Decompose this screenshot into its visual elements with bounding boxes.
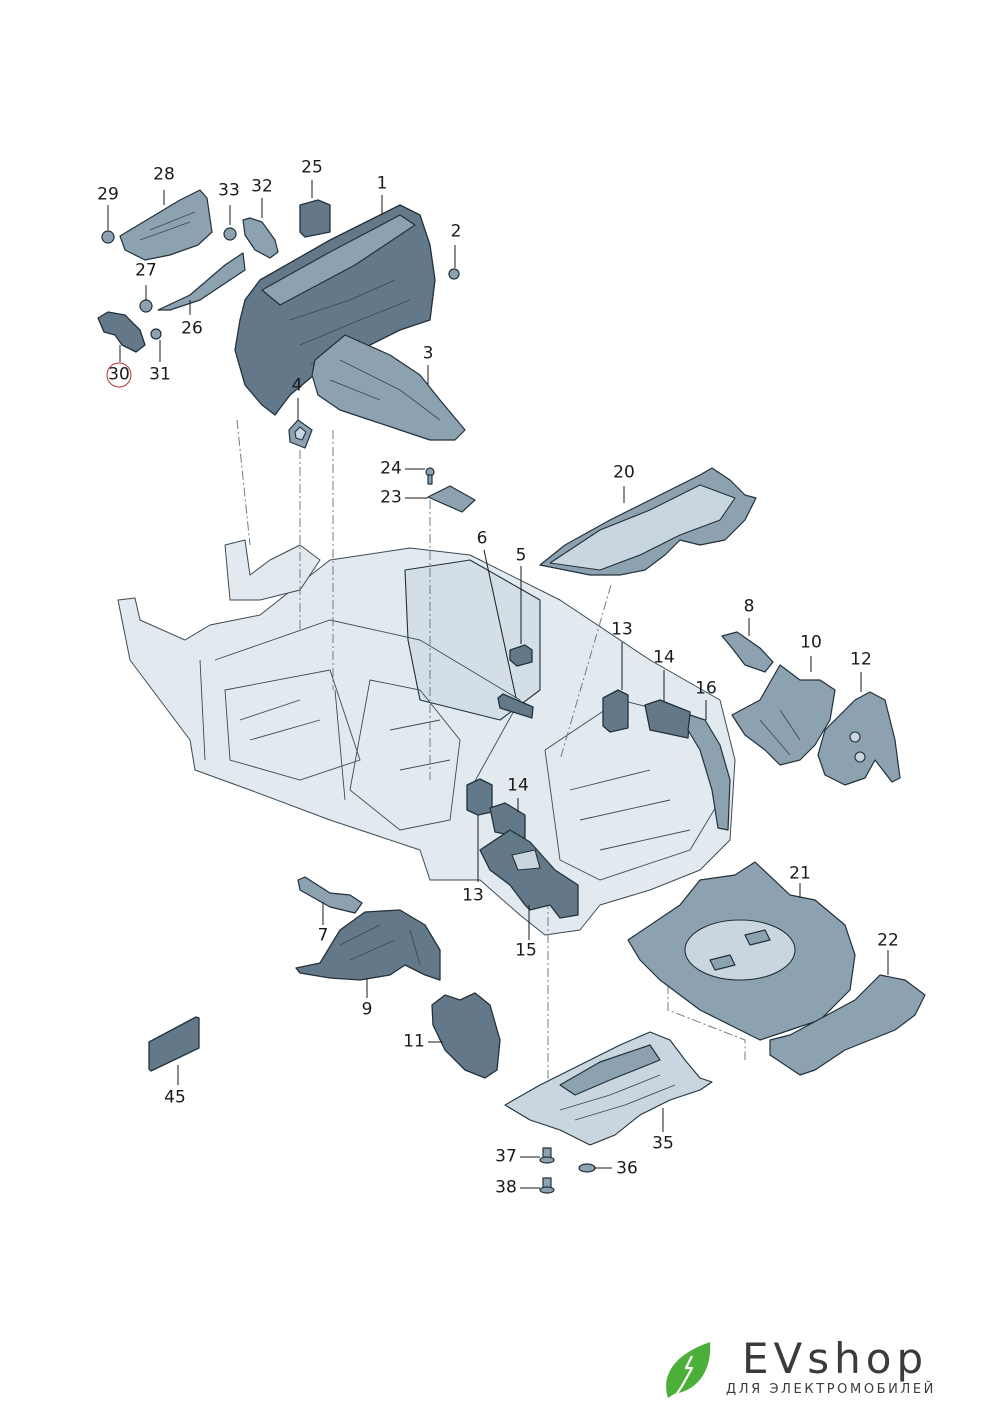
callout-32: 32 <box>251 176 273 197</box>
brand-tagline: ДЛЯ ЭЛЕКТРОМОБИЛЕЙ <box>726 1382 937 1397</box>
callout-6: 6 <box>476 528 488 549</box>
callout-4: 4 <box>291 375 303 396</box>
part-27-clip <box>139 299 153 313</box>
callout-35: 35 <box>652 1133 674 1154</box>
callout-38: 38 <box>495 1177 517 1198</box>
callout-20: 20 <box>613 462 635 483</box>
callout-14-rear: 14 <box>653 647 675 668</box>
callout-28: 28 <box>153 164 175 185</box>
callout-10: 10 <box>800 632 822 653</box>
callout-22: 22 <box>877 930 899 951</box>
assembly-lines <box>236 419 746 1085</box>
part-14-pad-front <box>489 802 526 839</box>
part-8-insulation <box>721 631 774 673</box>
callout-13-front: 13 <box>462 885 484 906</box>
callout-1: 1 <box>376 173 388 194</box>
callout-45: 45 <box>164 1087 186 1108</box>
part-5-pad <box>509 644 533 667</box>
part-33-clip <box>223 227 237 241</box>
part-30-insulation <box>97 311 146 353</box>
part-22-insulation <box>769 974 926 1076</box>
callout-24: 24 <box>380 458 402 479</box>
callout-21: 21 <box>789 863 811 884</box>
callout-29: 29 <box>97 184 119 205</box>
part-1-bulkhead-insulation <box>234 204 436 416</box>
callout-36: 36 <box>616 1158 638 1179</box>
part-10-wheelhouse-insulation <box>731 664 836 766</box>
callout-13-rear: 13 <box>611 619 633 640</box>
part-15-insulation <box>479 829 579 919</box>
callout-2: 2 <box>450 221 462 242</box>
brand-logo[interactable]: EVshop ДЛЯ ЭЛЕКТРОМОБИЛЕЙ <box>660 1330 990 1400</box>
part-24-clip <box>425 467 435 485</box>
part-23-plate <box>427 485 476 513</box>
callout-26: 26 <box>181 318 203 339</box>
callout-31: 31 <box>149 364 171 385</box>
callout-30-highlighted[interactable]: 30 <box>106 362 132 388</box>
callout-5: 5 <box>515 545 527 566</box>
callout-9: 9 <box>361 999 373 1020</box>
part-11-insulation <box>431 992 501 1079</box>
part-13-pad-front <box>466 778 493 816</box>
part-2-clip <box>448 268 460 280</box>
leader-lines <box>107 180 889 1189</box>
callout-12: 12 <box>850 649 872 670</box>
part-20-parcel-shelf-insulation <box>539 467 757 576</box>
part-31-clip <box>150 328 162 340</box>
part-9-wheelhouse-insulation <box>295 909 441 981</box>
part-29-clip <box>101 230 115 244</box>
part-36-washer <box>578 1163 596 1173</box>
car-body-shell <box>117 539 736 936</box>
callout-16: 16 <box>695 678 717 699</box>
part-45-pad <box>148 1016 200 1072</box>
part-32-insulation <box>242 217 279 259</box>
part-28-insulation <box>119 189 213 261</box>
callout-23: 23 <box>380 487 402 508</box>
part-21-luggage-floor-insulation <box>627 861 856 1041</box>
callout-27: 27 <box>135 260 157 281</box>
callout-37: 37 <box>495 1146 517 1167</box>
brand-name: EVshop <box>742 1334 929 1383</box>
leaf-lightning-icon <box>666 1342 711 1399</box>
part-4-gasket <box>288 419 313 449</box>
part-25-pad <box>299 199 331 238</box>
callout-8: 8 <box>743 596 755 617</box>
part-38-screw <box>539 1177 555 1194</box>
callout-7: 7 <box>317 925 329 946</box>
part-35-underbody-panel <box>504 1031 713 1146</box>
part-26-insulation <box>157 252 246 311</box>
part-16-insulation <box>687 714 731 831</box>
part-12-wheelhouse-insulation <box>817 691 901 786</box>
part-3-tunnel-insulation <box>311 334 466 441</box>
part-7-insulation <box>297 876 363 914</box>
callout-3: 3 <box>422 343 434 364</box>
callout-33: 33 <box>218 180 240 201</box>
callout-25: 25 <box>301 157 323 178</box>
part-37-screw <box>539 1147 555 1164</box>
part-6-pad <box>497 693 534 719</box>
callout-15: 15 <box>515 940 537 961</box>
part-13-pad-rear <box>602 689 629 733</box>
callout-14-front: 14 <box>507 775 529 796</box>
callout-11: 11 <box>403 1031 425 1052</box>
